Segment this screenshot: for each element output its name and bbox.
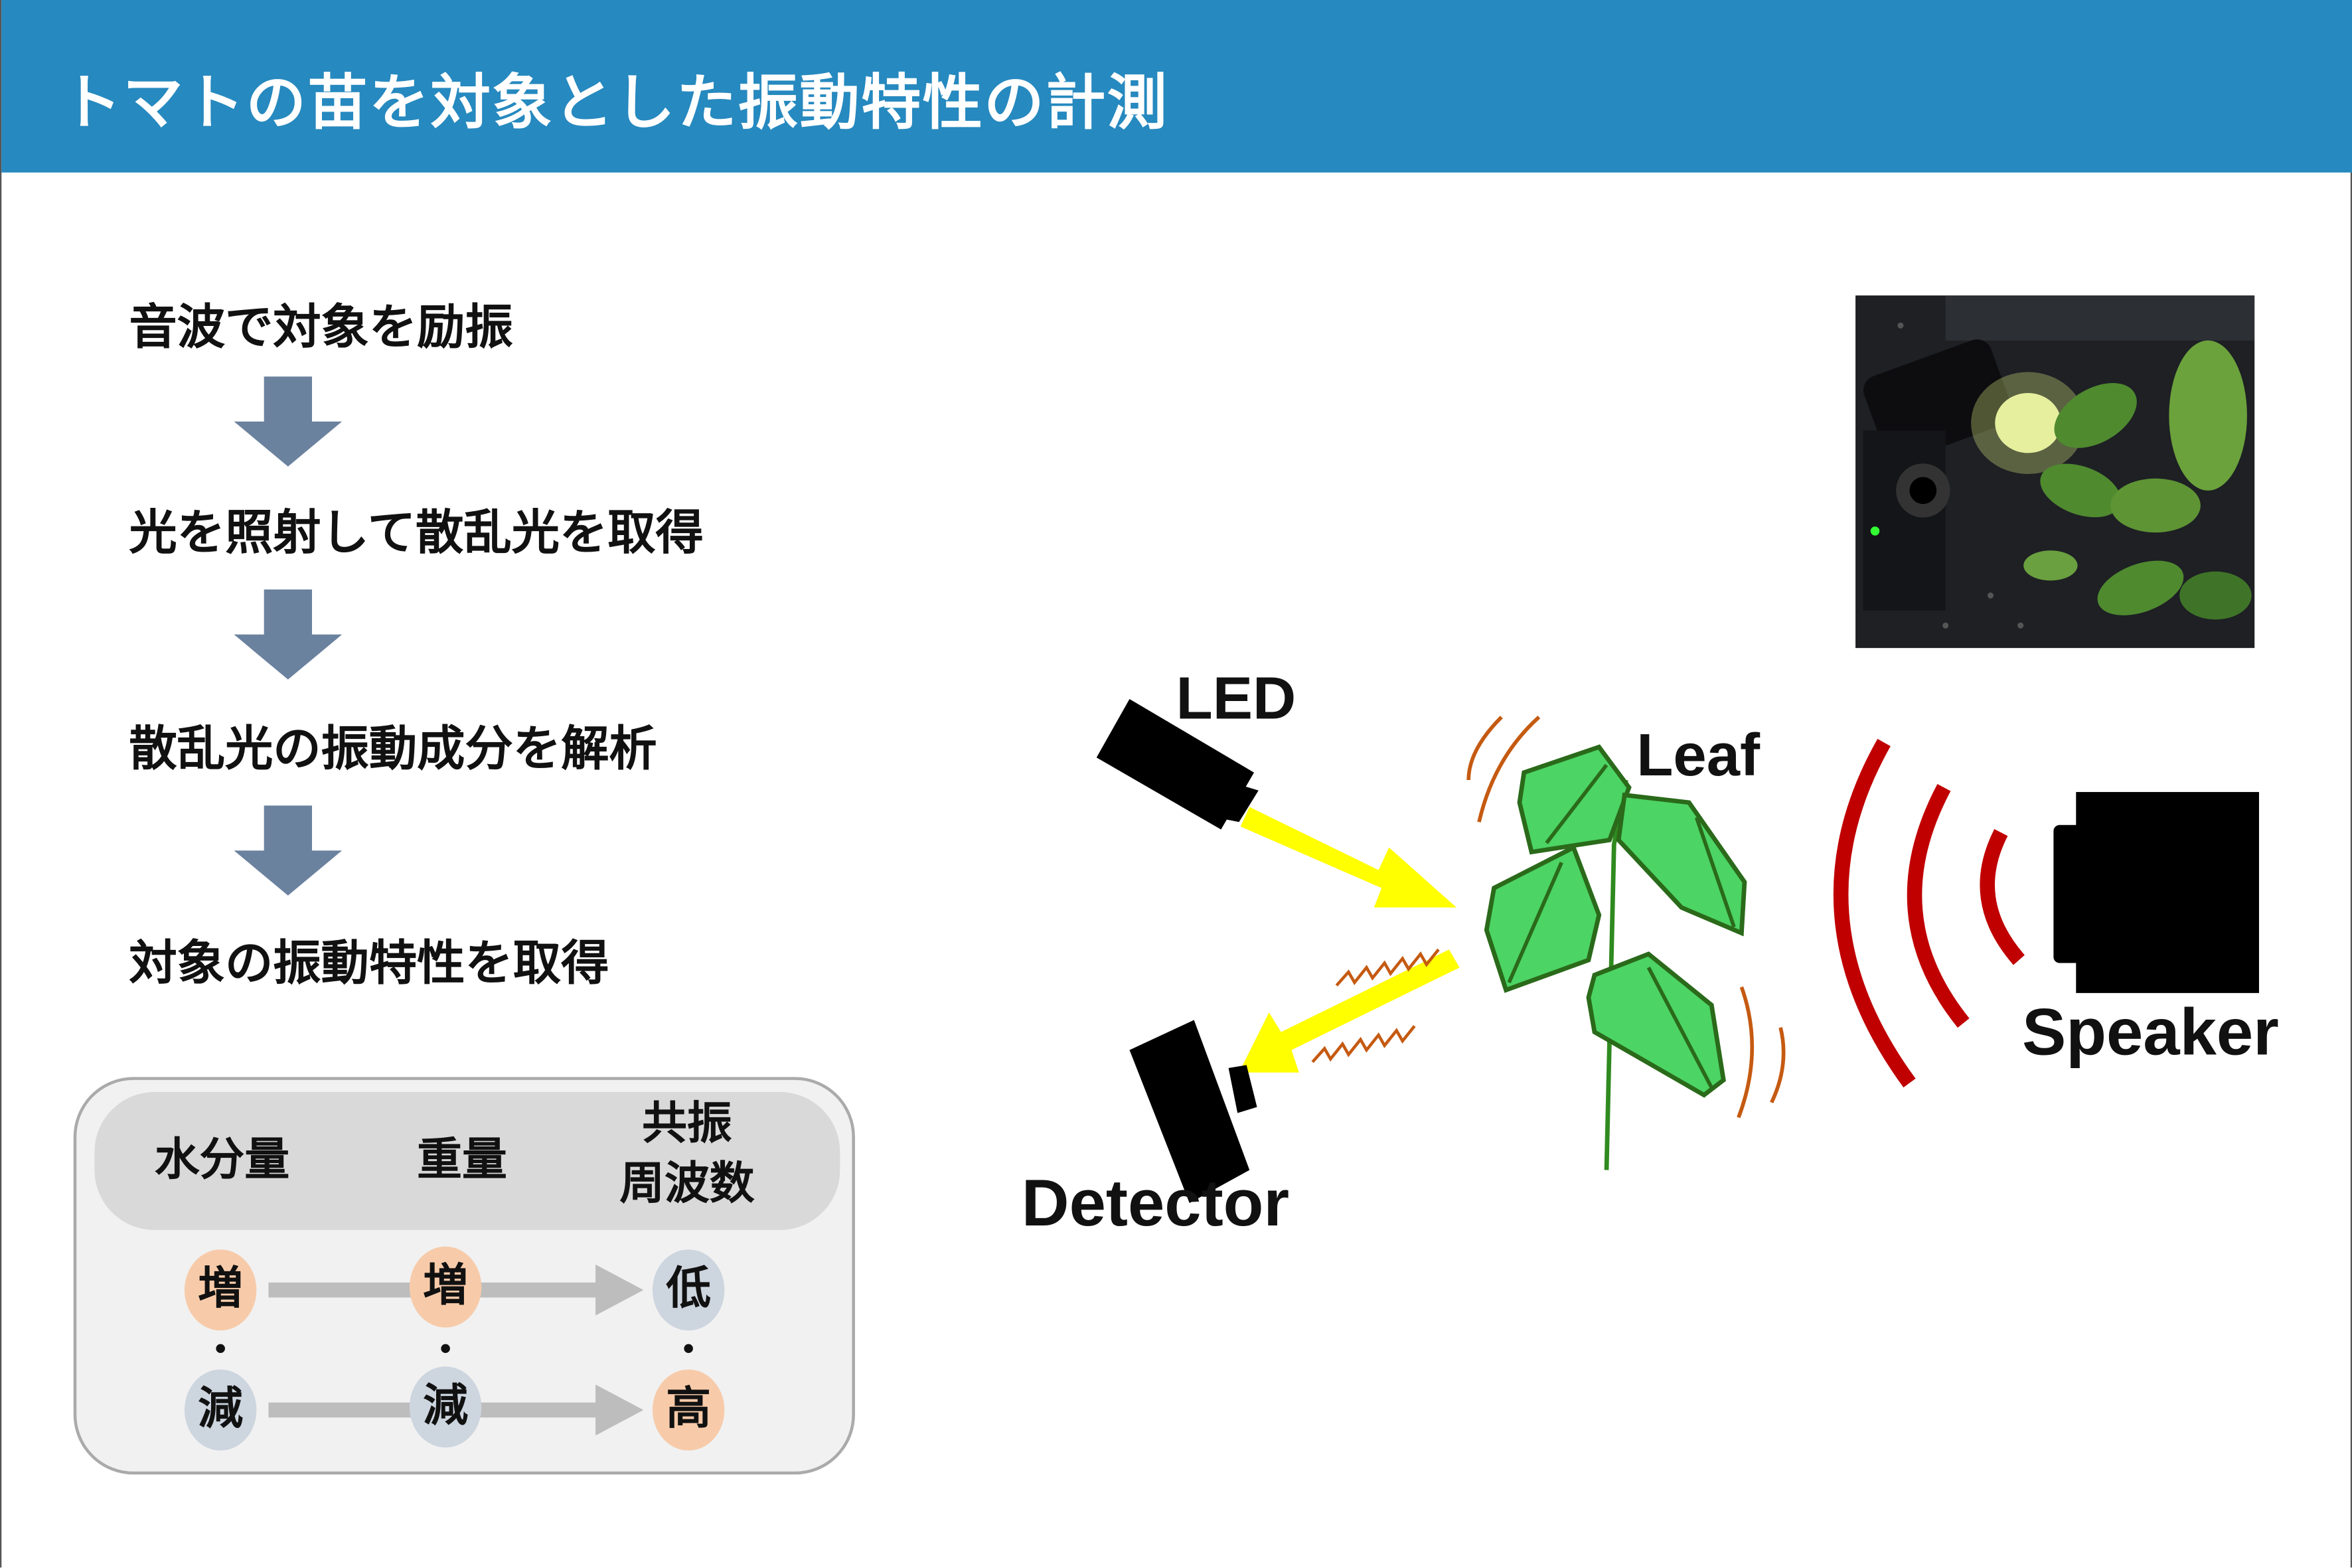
header-weight: 重量 xyxy=(417,1134,507,1187)
led-label: LED xyxy=(1176,666,1296,732)
separator-dot xyxy=(216,1344,225,1354)
speaker-label: Speaker xyxy=(2021,996,2279,1070)
step-3: 散乱光の振動成分を解析 xyxy=(129,720,657,777)
sound-wave-icon xyxy=(1833,738,2025,1088)
experiment-photo xyxy=(1855,295,2255,649)
detector-icon xyxy=(1129,1020,1257,1204)
header-resonance: 共振 xyxy=(642,1098,732,1151)
incident-light-arrow xyxy=(1240,807,1457,908)
weight-increase: 増 xyxy=(409,1246,482,1328)
step-1: 音波で対象を励振 xyxy=(129,298,513,356)
down-arrow-icon xyxy=(234,589,343,680)
relationship-table: 水分量 重量 共振 周波数 増 増 低 減 減 高 xyxy=(73,1077,855,1475)
vibration-zigzag-icon xyxy=(1311,948,1440,1063)
step-2: 光を照射して散乱光を取得 xyxy=(129,504,704,562)
water-decrease: 減 xyxy=(184,1370,257,1451)
header-water: 水分量 xyxy=(154,1134,290,1187)
down-arrow-icon xyxy=(234,376,343,467)
scattered-light-arrow xyxy=(1239,949,1460,1073)
slide-title: トマトの苗を対象とした振動特性の計測 xyxy=(61,68,1169,138)
down-arrow-icon xyxy=(234,805,343,896)
speaker-icon xyxy=(2053,792,2259,993)
water-increase: 増 xyxy=(184,1249,257,1331)
frequency-high: 高 xyxy=(652,1370,725,1451)
step-4: 対象の振動特性を取得 xyxy=(129,934,609,992)
leaf-icon xyxy=(1484,744,1747,1170)
separator-dot xyxy=(441,1344,450,1354)
measurement-diagram xyxy=(1096,698,2259,1204)
frequency-low: 低 xyxy=(652,1249,725,1331)
vibration-arc-icon xyxy=(1466,715,1786,1119)
leaf-label: Leaf xyxy=(1636,723,1761,789)
separator-dot xyxy=(684,1344,693,1354)
title-bar: トマトの苗を対象とした振動特性の計測 xyxy=(1,0,2352,173)
led-icon xyxy=(1096,698,1259,830)
weight-decrease: 減 xyxy=(409,1366,482,1448)
arrowhead-icon xyxy=(595,1384,644,1436)
arrowhead-icon xyxy=(595,1264,644,1316)
detector-label: Detector xyxy=(1021,1166,1290,1241)
table-header: 水分量 重量 共振 周波数 xyxy=(94,1091,840,1230)
header-frequency: 周波数 xyxy=(619,1158,755,1211)
